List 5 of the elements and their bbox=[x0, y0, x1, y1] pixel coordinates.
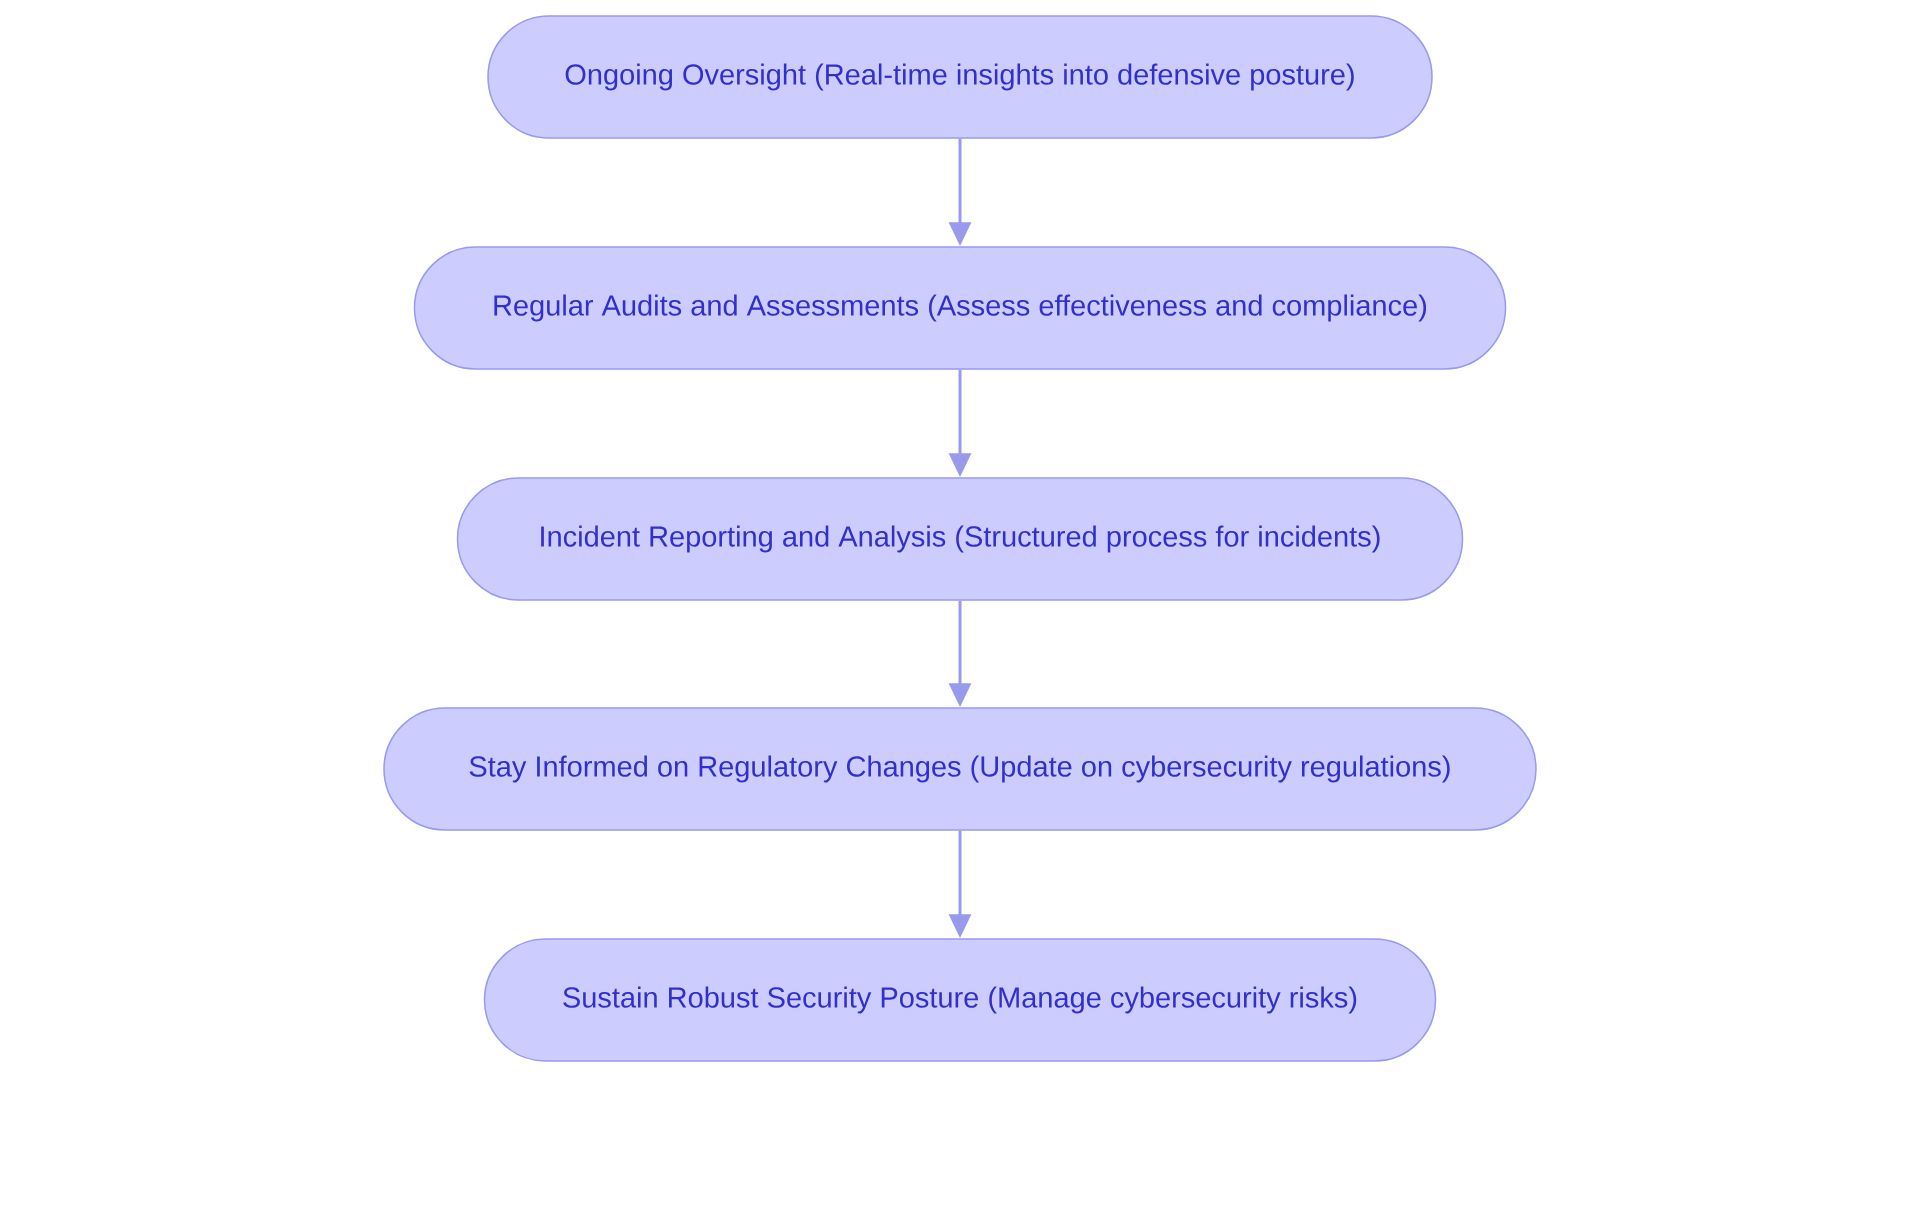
process-box: Incident Reporting and Analysis (Structured process for incidents) bbox=[456, 477, 1464, 601]
process-box: Regular Audits and Assessments (Assess effectiveness and compliance) bbox=[413, 246, 1507, 370]
process-box: Stay Informed on Regulatory Changes (Update on cybersecurity regulations) bbox=[383, 707, 1537, 831]
process-box: Sustain Robust Security Posture (Manage cybersecurity risks) bbox=[483, 938, 1437, 1062]
process-box: Ongoing Oversight (Real-time insights into defensive posture) bbox=[487, 15, 1433, 139]
